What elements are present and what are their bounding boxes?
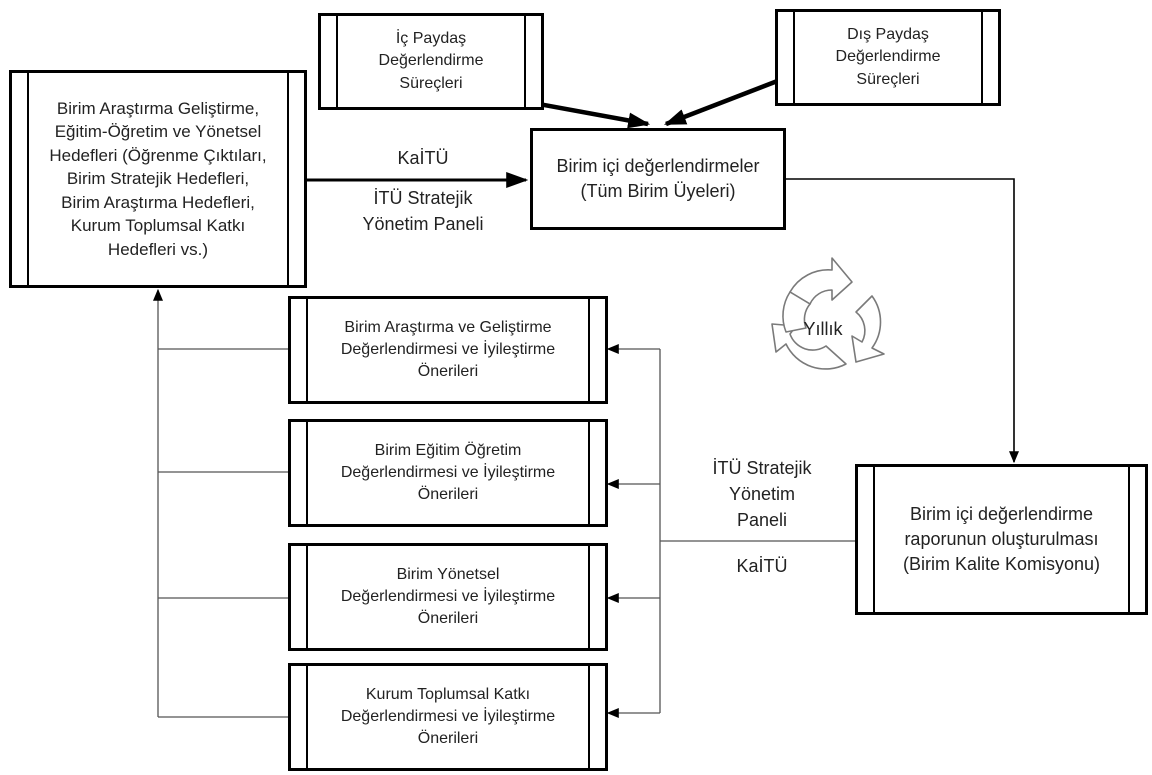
- rapor-text: Birim içi değerlendirme raporunun oluştu…: [902, 504, 1101, 574]
- yonetsel-box: Birim Yönetsel Değerlendirmesi ve İyileş…: [288, 543, 608, 651]
- arge-text: Birim Araştırma ve Geliştirme Değerlendi…: [340, 318, 556, 381]
- egitim-box: Birim Eğitim Öğretim Değerlendirmesi ve …: [288, 419, 608, 527]
- arrow-dis-paydas-to-birim-ici: [663, 77, 781, 127]
- cycle-icon: [771, 257, 885, 370]
- itu-panel-right-label: İTÜ Stratejik Yönetim Paneli: [712, 458, 812, 531]
- toplumsal-box: Kurum Toplumsal Katkı Değerlendirmesi ve…: [288, 663, 608, 771]
- cycle-label: Yıllık: [803, 319, 843, 339]
- hedefler-text: Birim Araştırma Geliştirme, Eğitim-Öğret…: [49, 98, 267, 259]
- birim-ici-box: Birim içi değerlendirmeler (Tüm Birim Üy…: [530, 128, 786, 230]
- kaitu-top-label: KaİTÜ: [397, 148, 449, 168]
- itu-panel-top-label: İTÜ Stratejik Yönetim Paneli: [362, 188, 484, 235]
- yonetsel-text: Birim Yönetsel Değerlendirmesi ve İyileş…: [340, 565, 556, 628]
- birim-ici-text: Birim içi değerlendirmeler (Tüm Birim Üy…: [556, 156, 760, 201]
- rapor-box: Birim içi değerlendirme raporunun oluştu…: [855, 464, 1148, 615]
- dis-paydas-text: Dış Paydaş Değerlendirme Süreçleri: [835, 26, 941, 88]
- arge-box: Birim Araştırma ve Geliştirme Değerlendi…: [288, 296, 608, 404]
- hedefler-box: Birim Araştırma Geliştirme, Eğitim-Öğret…: [9, 70, 307, 288]
- arrow-birim-ici-to-rapor: [784, 178, 1019, 464]
- ic-paydas-text: İç Paydaş Değerlendirme Süreçleri: [378, 30, 484, 92]
- toplumsal-text: Kurum Toplumsal Katkı Değerlendirmesi ve…: [340, 685, 556, 748]
- egitim-text: Birim Eğitim Öğretim Değerlendirmesi ve …: [340, 441, 556, 504]
- ic-paydas-box: İç Paydaş Değerlendirme Süreçleri: [318, 13, 544, 110]
- dis-paydas-box: Dış Paydaş Değerlendirme Süreçleri: [775, 9, 1001, 106]
- kaitu-right-label: KaİTÜ: [736, 556, 788, 576]
